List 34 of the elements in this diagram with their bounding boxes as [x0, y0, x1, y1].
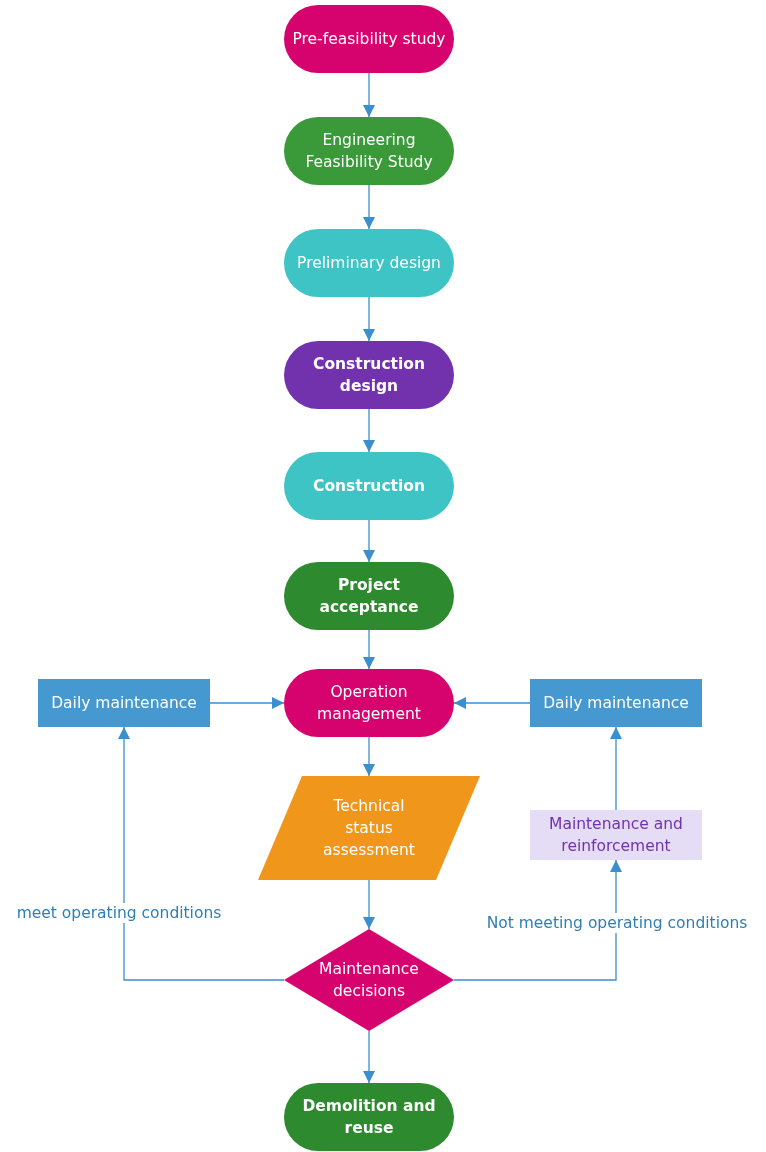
arrow [363, 296, 375, 342]
arrow [610, 726, 622, 811]
node-label: Engineering Feasibility Study [304, 130, 434, 173]
node-label: Operation management [316, 682, 422, 725]
arrow [363, 519, 375, 563]
arrow [118, 726, 285, 981]
decision-diamond [284, 929, 454, 1031]
arrow [363, 629, 375, 670]
node-label: Daily maintenance [51, 693, 197, 714]
arrow [363, 879, 375, 930]
arrow [209, 697, 285, 709]
node-label: Project acceptance [318, 575, 420, 618]
arrow [453, 859, 622, 981]
arrow [363, 72, 375, 118]
node-label: Preliminary design [297, 253, 441, 274]
arrow [363, 408, 375, 453]
arrow [363, 736, 375, 777]
edge-label: meet operating conditions [15, 903, 223, 923]
node-label: Demolition and reuse [301, 1096, 437, 1139]
node-label: Construction design [312, 354, 426, 397]
node-label: Daily maintenance [543, 693, 689, 714]
node-label: Pre-feasibility study [292, 29, 446, 50]
process-box [530, 679, 702, 727]
arrow [363, 184, 375, 230]
node-label: Maintenance decisions [318, 959, 420, 1002]
edge-label: Not meeting operating conditions [485, 913, 749, 933]
node-label: Construction [313, 476, 425, 497]
process-box [530, 810, 702, 860]
arrow [453, 697, 531, 709]
node-label: Maintenance and reinforcement [548, 814, 684, 857]
arrow [363, 1030, 375, 1084]
node-label: Technical status assessment [322, 796, 416, 861]
data-parallelogram [258, 776, 480, 880]
process-box [38, 679, 210, 727]
